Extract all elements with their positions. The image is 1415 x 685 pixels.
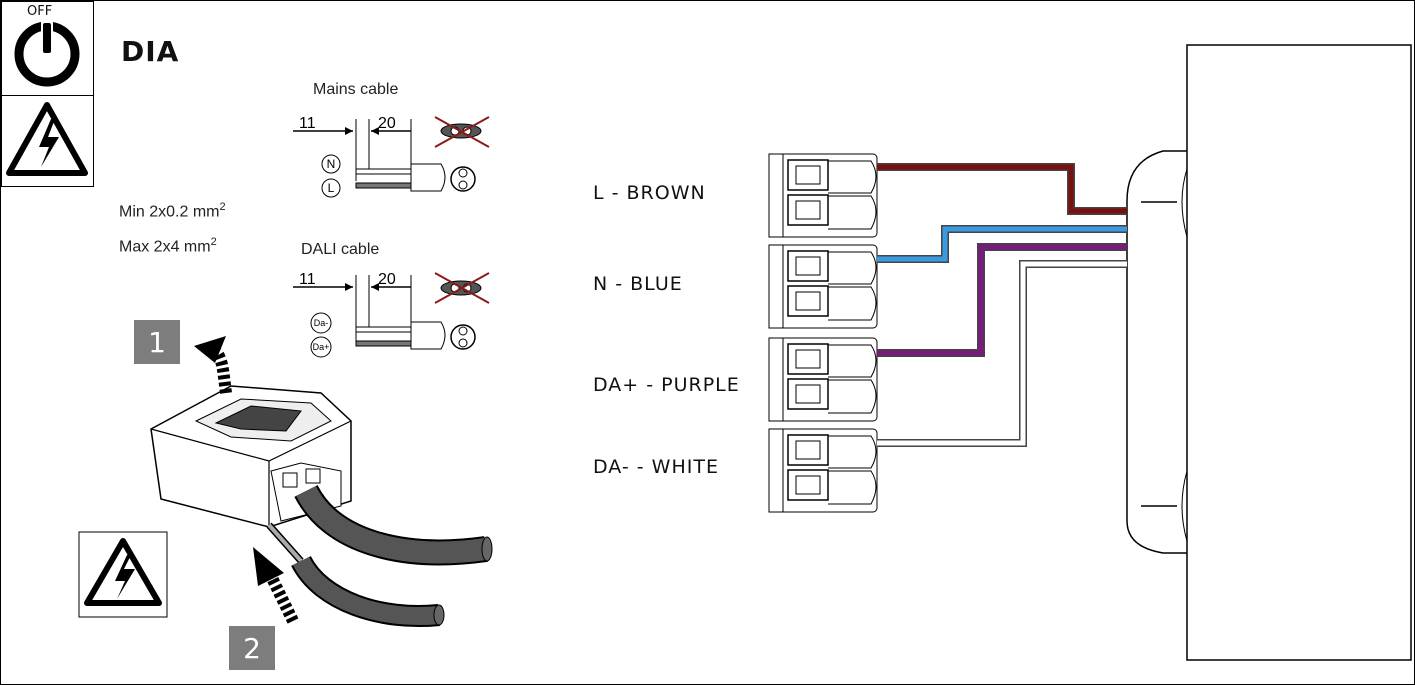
dali-strip-length-2: 20 <box>378 271 396 288</box>
mains-strip-length-2: 20 <box>378 115 396 132</box>
terminal-blocks <box>768 153 878 513</box>
terminal-block-1 <box>768 153 878 238</box>
wire-blue <box>877 226 1127 262</box>
terminal-block-4 <box>768 428 878 513</box>
wire-brown <box>877 164 1127 214</box>
min-section-text: Min 2x0.2 mm <box>119 203 220 221</box>
mains-strip-length-1: 11 <box>299 115 316 132</box>
wires <box>877 163 1127 447</box>
wire-label-white: DA- - WHITE <box>593 456 719 478</box>
wire-white <box>877 261 1127 446</box>
wire-brown-outline <box>877 163 1127 215</box>
max-section-exponent: 2 <box>210 236 217 248</box>
mains-strip-drawing <box>293 116 490 198</box>
off-label: OFF <box>27 4 53 19</box>
step-badge-1: 1 <box>134 320 180 364</box>
page-title: DIA <box>121 35 180 68</box>
dali-strip-length-1: 11 <box>299 271 316 288</box>
wire-label-purple: DA+ - PURPLE <box>593 374 740 396</box>
driver-unit <box>1126 44 1412 661</box>
wire-label-brown: L - BROWN <box>593 182 706 204</box>
dali-strip-drawing <box>293 272 490 358</box>
wire-purple <box>877 244 1127 356</box>
conductor-label-da-plus: Da+ <box>313 342 330 352</box>
terminal-block-2 <box>768 244 878 329</box>
connector-illustration <box>150 336 493 627</box>
conductor-label-l: L <box>328 181 335 195</box>
high-voltage-warning-icon <box>1 95 94 187</box>
conductor-label-n: N <box>327 157 336 171</box>
terminal-block-3 <box>768 337 878 422</box>
conductor-label-da-minus: Da- <box>314 318 329 328</box>
max-section-spec: Max 2x4 mm2 <box>119 236 217 256</box>
min-section-spec: Min 2x0.2 mm2 <box>119 201 226 221</box>
wire-label-blue: N - BLUE <box>593 273 683 295</box>
max-section-text: Max 2x4 mm <box>119 238 211 256</box>
dali-cable-title: DALI cable <box>301 241 380 258</box>
high-voltage-warning-icon-bottom <box>78 531 168 618</box>
mains-cable-title: Mains cable <box>313 81 399 98</box>
min-section-exponent: 2 <box>219 201 226 213</box>
step-badge-2: 2 <box>229 626 275 670</box>
power-off-icon <box>1 1 94 96</box>
